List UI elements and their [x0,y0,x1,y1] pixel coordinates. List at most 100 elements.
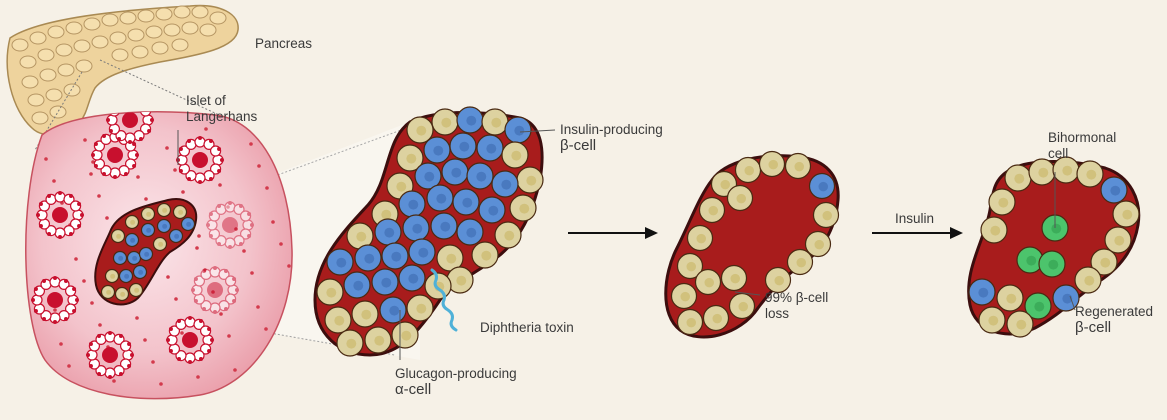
beta-cell [126,250,142,266]
beta-cell [398,190,426,218]
alpha-cell [172,204,188,220]
pancreas-lobule [173,5,191,19]
tissue-dot [90,301,94,305]
tissue-dot [89,172,93,176]
alpha-cell [140,206,156,222]
beta-cell [112,250,128,266]
tissue-dot [136,175,140,179]
pancreas-lobule [45,88,63,102]
label-toxin: Diphtheria toxin [480,320,574,335]
alpha-cell [698,196,726,224]
pancreas-lobule [57,63,75,77]
beta-cell [456,106,484,134]
beta-cell [1100,176,1128,204]
tissue-dot [74,257,78,261]
alpha-cell [436,244,464,272]
islet-cells [316,106,544,357]
alpha-cell [676,308,704,336]
pancreas-lobule [131,45,149,59]
alpha-cell [324,306,352,334]
acinar-rosettes [31,111,254,379]
label-glucagon-producing: Glucagon-producing α-cell [395,366,517,398]
tissue-dot [151,360,155,364]
label-islet-line1: Islet of [186,93,226,108]
alpha-cell [516,166,544,194]
tissue-dot [219,312,223,316]
tissue-dot [75,386,79,390]
pancreas-lobule [209,11,227,25]
label-regenerated: Regenerated β-cell [1075,304,1153,336]
alpha-cell [351,300,379,328]
pancreas-lobule [29,31,47,45]
tissue-dot [287,264,291,268]
tissue-dot [97,194,101,198]
alpha-cell [156,202,172,218]
pancreas-lobules [11,5,227,125]
tissue-dot [144,197,148,201]
tissue-dot [143,338,147,342]
beta-cell [414,162,442,190]
beta-cell [478,196,506,224]
label-islet: Islet of Langerhans [186,93,257,125]
alpha-cell [406,294,434,322]
tissue-dot [196,375,200,379]
pancreas-lobule [63,83,81,97]
label-insulin-arrow: Insulin [895,211,935,226]
beta-cell [124,232,140,248]
label-bihormonal: Bihormonal cell [1048,130,1116,162]
alpha-cell [494,221,522,249]
alpha-cell [391,321,419,349]
tissue-dot [226,205,230,209]
alpha-cell [1090,248,1118,276]
tissue-dot [249,142,253,146]
alpha-cell [364,326,392,354]
tissue-dot [265,186,269,190]
beta-cell [326,248,354,276]
beta-cell [504,116,532,144]
arrow-insulin [872,227,963,239]
alpha-cell [686,224,714,252]
alpha-cell [1004,164,1032,192]
tissue-dot [159,382,163,386]
beta-cell [449,132,477,160]
islet-regenerated-cells [968,156,1140,338]
pancreas-lobule [37,48,55,62]
alpha-cell [758,150,786,178]
alpha-cell [471,241,499,269]
tissue-dot [218,183,222,187]
alpha-cell [812,201,840,229]
alpha-cell [996,284,1024,312]
beta-cell [168,228,184,244]
bihormonal-cell [1038,250,1066,278]
label-bihormonal-line1: Bihormonal [1048,130,1117,145]
pancreas-lobule [65,21,83,35]
pancreas-lobule [91,35,109,49]
beta-cell [381,242,409,270]
alpha-cell [100,284,116,300]
acinar-rosette [166,316,214,364]
beta-cell [138,246,154,262]
alpha-cell [980,216,1008,244]
tissue-dot [98,323,102,327]
alpha-cell [1028,158,1056,186]
pancreas-lobule [111,48,129,62]
alpha-cell [316,278,344,306]
alpha-cell [728,292,756,320]
toxin-squiggle [430,268,458,332]
alpha-cell [676,252,704,280]
islet-in-section-cells [100,202,196,302]
alpha-cell [786,248,814,276]
tissue-dot [279,242,283,246]
pancreas-lobule [155,7,173,21]
acinar-rosette [191,266,239,314]
pancreas-lobule [55,43,73,57]
alpha-cell [124,214,140,230]
alpha-cell [346,222,374,250]
tissue-dot [233,368,237,372]
tissue-dot [67,364,71,368]
islet-regenerated [967,156,1141,338]
beta-cell [140,222,156,238]
label-loss-line2: loss [765,306,790,321]
pancreas-lobule [75,59,93,73]
